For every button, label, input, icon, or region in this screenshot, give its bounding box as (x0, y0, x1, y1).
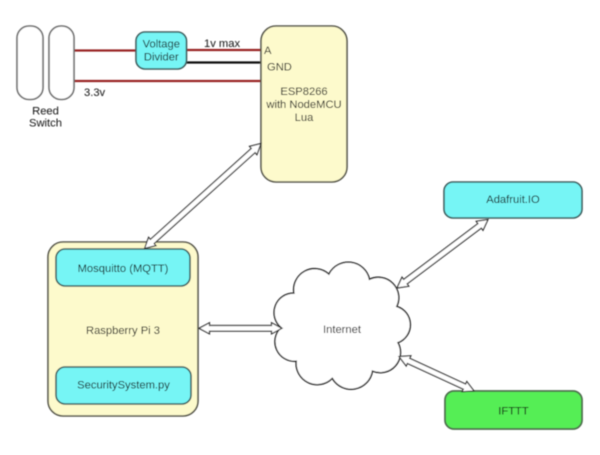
svg-text:Adafruit.IO: Adafruit.IO (486, 194, 540, 206)
svg-text:Voltage: Voltage (143, 39, 180, 51)
svg-text:Lua: Lua (295, 112, 314, 124)
svg-text:Raspberry Pi 3: Raspberry Pi 3 (86, 325, 160, 337)
svg-text:Internet: Internet (323, 324, 362, 336)
svg-text:3.3v: 3.3v (84, 87, 106, 99)
svg-text:1v max: 1v max (204, 38, 240, 50)
svg-text:ESP8266: ESP8266 (280, 86, 327, 98)
svg-text:A: A (264, 45, 272, 57)
svg-text:Switch: Switch (29, 118, 62, 130)
svg-text:SecuritySystem.py: SecuritySystem.py (77, 379, 170, 391)
svg-text:IFTTT: IFTTT (498, 406, 529, 418)
svg-text:Mosquitto (MQTT): Mosquitto (MQTT) (78, 263, 169, 275)
svg-text:Reed: Reed (32, 106, 59, 118)
svg-text:Divider: Divider (144, 52, 179, 64)
svg-text:with NodeMCU: with NodeMCU (265, 99, 341, 111)
svg-text:GND: GND (267, 62, 292, 74)
